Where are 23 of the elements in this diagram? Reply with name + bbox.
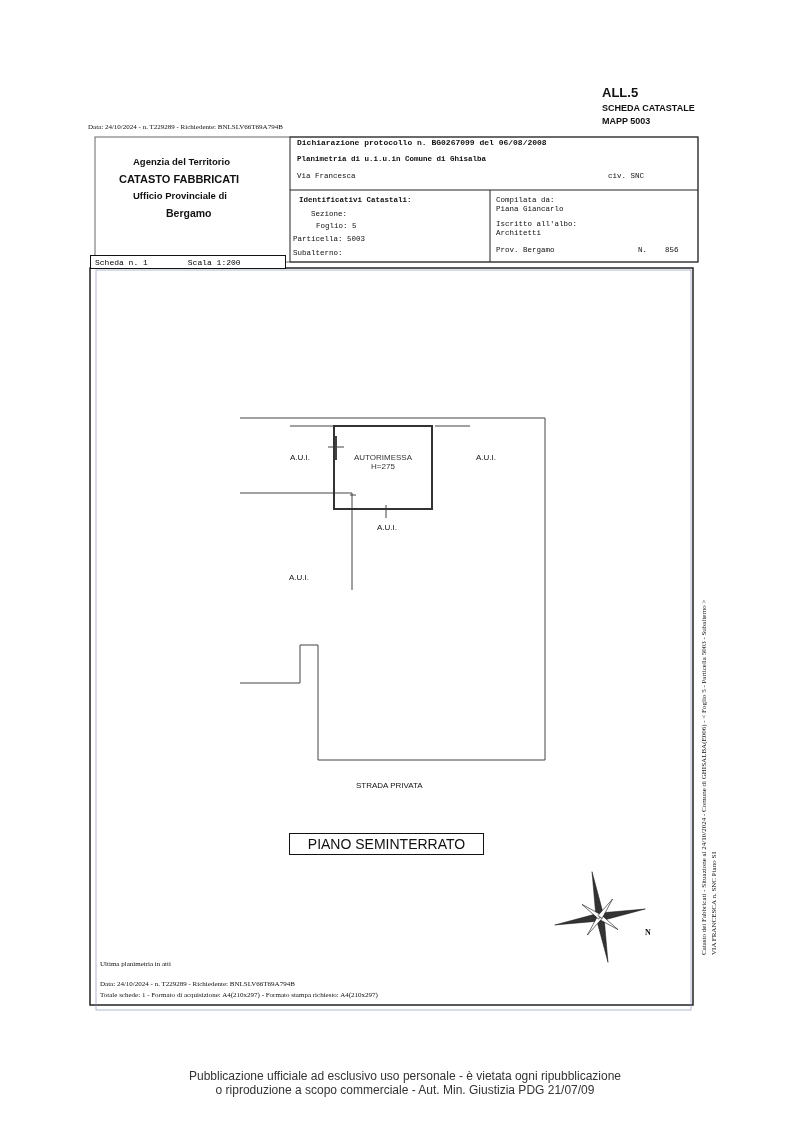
room-name: AUTORIMESSA <box>353 453 413 462</box>
street-label: STRADA PRIVATA <box>356 781 423 791</box>
room-label: A.U.I. <box>476 453 496 463</box>
sheet-title: ALL.5 <box>602 86 639 101</box>
sheet-info-text: Scala 1:200 <box>187 257 241 267</box>
declaration-text: Dichiarazione protocollo n. BG0267099 del 06/08/2008 <box>297 138 547 148</box>
room-label: A.U.I. <box>290 453 310 463</box>
sheet-subtitle: MAPP 5003 <box>602 116 651 127</box>
floor-title: PIANO SEMINTERRATO <box>307 836 466 852</box>
garage-room <box>333 425 433 510</box>
room-label: A.U.I. <box>377 523 397 533</box>
room-label: A.U.I. <box>289 573 309 583</box>
sheet-info-box <box>90 255 286 269</box>
office-name: Agenzia del Territorio <box>133 157 230 168</box>
publication-notice: Pubblicazione ufficiale ad esclusivo uso personale - è vietata ogni ripubblicazione o riproduzione a scopo commerciale - Aut. Min. Giustizia PDG 21/07/09 <box>187 1070 622 1098</box>
compass-letter: N <box>645 928 651 938</box>
office-name: Ufficio Provinciale di <box>133 191 227 202</box>
office-name: CATASTO FABBRICATI <box>119 173 240 186</box>
sheet-info-text: Scheda n. 1 <box>95 257 148 267</box>
office-name: Bergamo <box>166 207 212 220</box>
floor-title-box <box>289 833 484 855</box>
room-name: H=275 <box>371 462 395 471</box>
sheet-subtitle: SCHEDA CATASTALE <box>602 103 695 114</box>
